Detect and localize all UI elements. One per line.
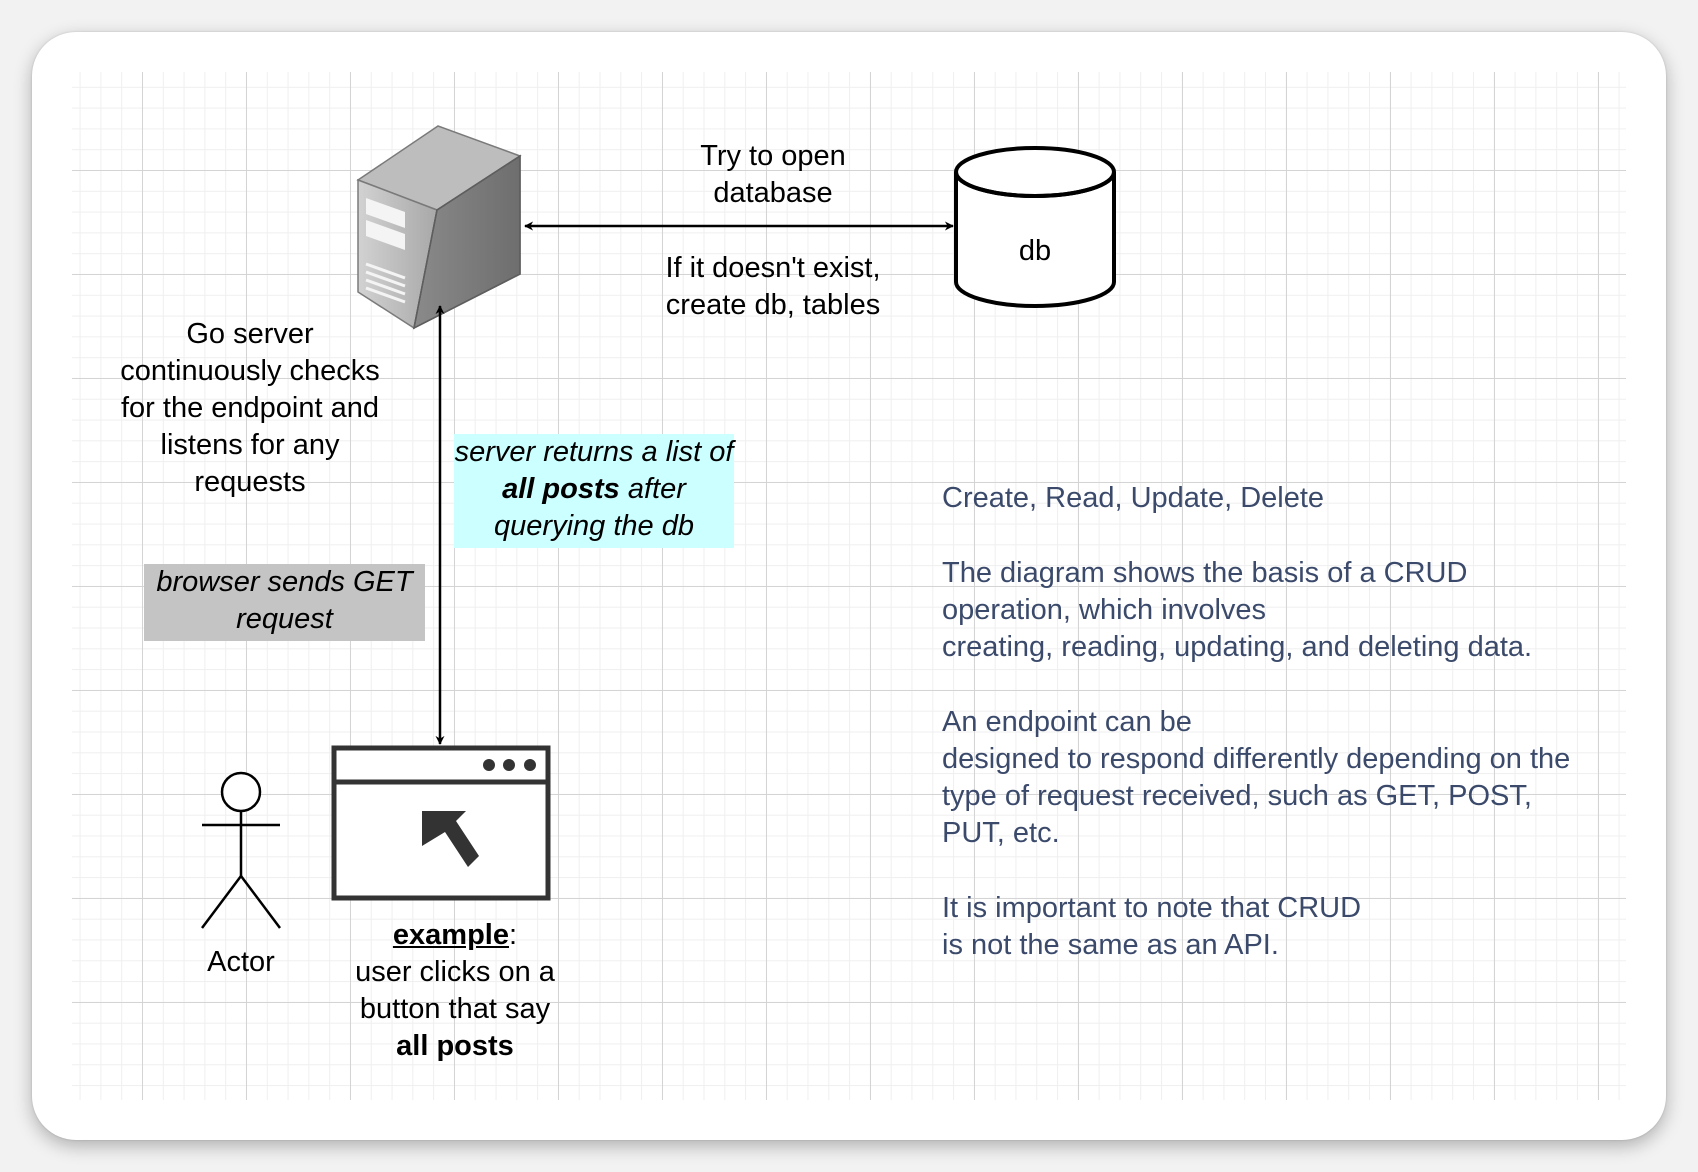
note-crud-vs-api: It is important to note that CRUD is not… <box>942 892 1362 961</box>
cursor-arrow-icon <box>422 811 479 867</box>
actor-icon <box>201 771 281 929</box>
response-note-text-1: server returns a list of <box>454 436 734 468</box>
example-bold: all posts <box>396 1030 514 1062</box>
request-note: browser sends GET request <box>144 564 425 641</box>
example-colon: : <box>509 919 518 951</box>
browser-window-icon <box>331 745 551 901</box>
response-note-text-2: after querying the db <box>494 473 694 542</box>
example-caption: example: user clicks on a button that say… <box>350 917 560 1065</box>
response-note-bold: all posts <box>502 473 620 505</box>
edge-label-create-db: If it doesn't exist, create db, tables <box>665 252 881 321</box>
actor-label: Actor <box>207 946 275 978</box>
example-text: user clicks on a button that say <box>355 956 555 1025</box>
server-icon <box>356 125 522 330</box>
response-note: server returns a list of all posts after… <box>454 434 734 548</box>
server-description: Go server continuously checks for the en… <box>120 318 380 498</box>
example-title: example <box>392 919 509 951</box>
note-crud-title: Create, Read, Update, Delete <box>942 482 1325 514</box>
diagram-canvas <box>32 32 1666 1140</box>
note-endpoint: An endpoint can be designed to respond d… <box>942 706 1571 849</box>
crud-notes: Create, Read, Update, Delete The diagram… <box>942 480 1662 1002</box>
edge-label-try-open: Try to open database <box>700 140 846 209</box>
db-label: db <box>1018 235 1052 267</box>
database-cylinder-icon <box>954 146 1116 308</box>
note-crud-description: The diagram shows the basis of a CRUD op… <box>942 557 1533 663</box>
